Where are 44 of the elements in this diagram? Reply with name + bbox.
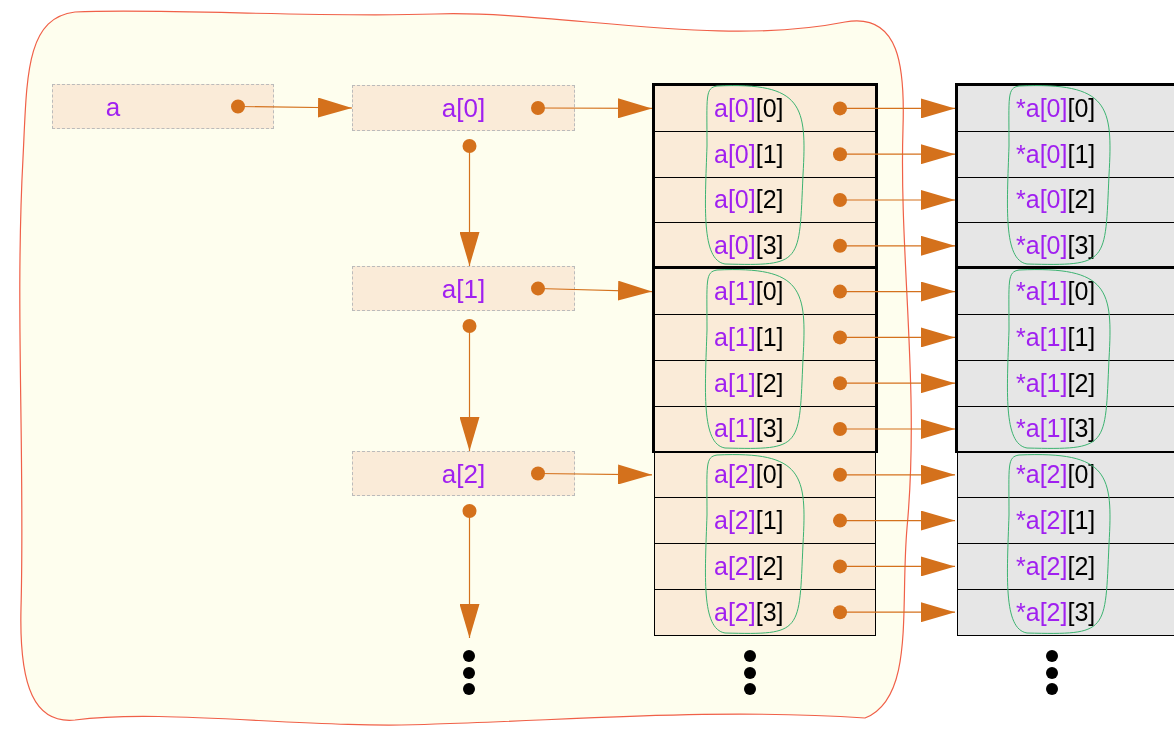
arrow (833, 373, 956, 394)
arrow (833, 144, 956, 165)
pointer-box: a[0] (352, 85, 575, 131)
arrow (531, 98, 653, 119)
array-cell: *a[0][1] (957, 130, 1174, 178)
array-cell: *a[2][1] (957, 497, 1174, 544)
arrow (833, 419, 956, 439)
array-cell: a[1][0] (654, 268, 876, 315)
arrow (833, 235, 956, 256)
pointer-box: a (52, 84, 274, 129)
array-cell: *a[1][1] (957, 314, 1174, 361)
arrow (833, 510, 956, 531)
arrow (459, 319, 480, 452)
arrow (459, 504, 480, 639)
thick-frame (652, 266, 878, 453)
array-cell: a[2][3] (654, 588, 876, 636)
arrow (833, 190, 956, 210)
array-cell: *a[0][0] (957, 85, 1174, 132)
array-cell: *a[2][3] (957, 588, 1174, 636)
array-cell: a[0][0] (654, 85, 876, 132)
arrow (459, 139, 480, 267)
array-cell: *a[1][3] (957, 405, 1174, 453)
arrow (531, 280, 653, 301)
array-cell: *a[1][2] (957, 359, 1174, 407)
arrow (833, 327, 956, 348)
array-cell: a[1][2] (654, 359, 876, 407)
array-cell: *a[0][2] (957, 176, 1174, 224)
pointer-box: a[2] (352, 451, 575, 496)
array-cell: a[2][1] (654, 497, 876, 544)
array-cell: a[0][1] (654, 130, 876, 178)
arrow (833, 98, 956, 119)
array-cell: *a[2][2] (957, 543, 1174, 590)
pointer-box: a[1] (352, 266, 575, 311)
arrow (231, 97, 353, 118)
array-cell: a[2][2] (654, 543, 876, 590)
arrow (531, 464, 653, 485)
arrow (833, 556, 956, 577)
array-cell: a[1][1] (654, 314, 876, 361)
thick-frame (955, 266, 1174, 453)
array-cell: a[1][3] (654, 405, 876, 453)
arrow (833, 464, 956, 485)
array-cell: *a[1][0] (957, 268, 1174, 315)
arrow (833, 281, 956, 302)
arrow (833, 602, 956, 623)
